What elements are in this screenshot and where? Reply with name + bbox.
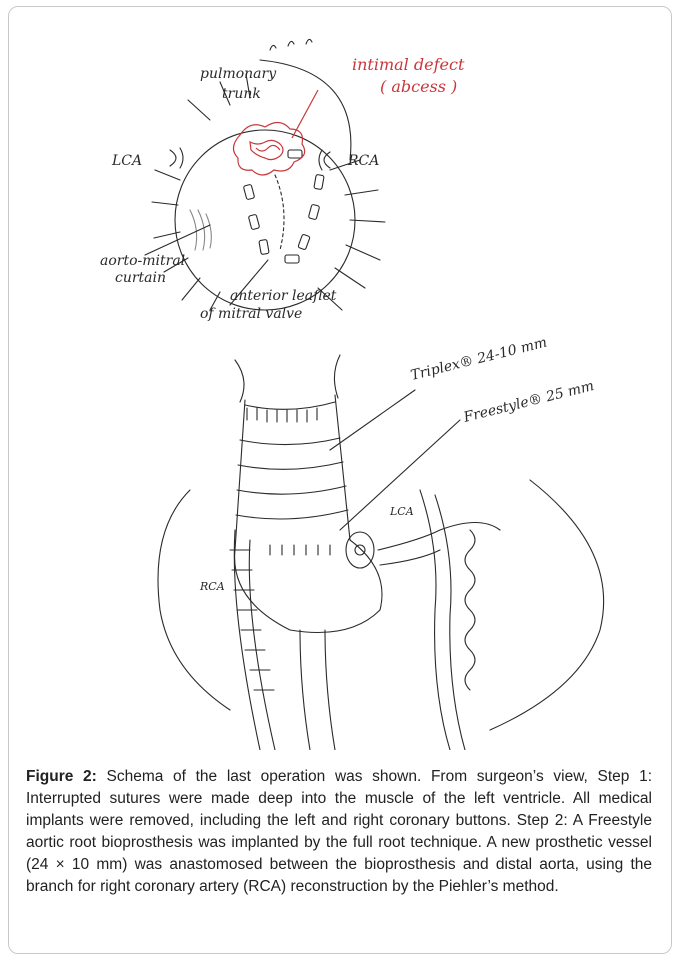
label-aorto-mitral: aorto-mitral (100, 253, 185, 269)
surgical-schema-figure: pulmonary trunk LCA RCA aorto-mitral cur… (60, 10, 660, 750)
label-intimal-defect: intimal defect (352, 55, 465, 74)
label-curtain: curtain (115, 270, 166, 286)
label-abcess: ( abcess ) (380, 77, 457, 96)
label-pulmonary: pulmonary (200, 66, 277, 82)
label-anterior-leaflet: anterior leaflet (230, 288, 337, 304)
label-trunk: trunk (222, 86, 261, 102)
caption-label: Figure 2: (26, 768, 97, 785)
label-triplex: Triplex® 24-10 mm (409, 334, 549, 383)
figure-caption: Figure 2: Schema of the last operation w… (26, 766, 652, 898)
label-rca-top: RCA (347, 153, 379, 169)
label-rca-bottom: RCA (199, 580, 225, 593)
label-freestyle: Freestyle® 25 mm (461, 378, 596, 426)
label-lca-top: LCA (111, 153, 142, 169)
caption-text: Schema of the last operation was shown. … (26, 768, 652, 895)
schema-drawing: pulmonary trunk LCA RCA aorto-mitral cur… (60, 10, 660, 750)
label-of-mitral-valve: of mitral valve (200, 306, 302, 322)
label-lca-bottom: LCA (389, 505, 414, 518)
